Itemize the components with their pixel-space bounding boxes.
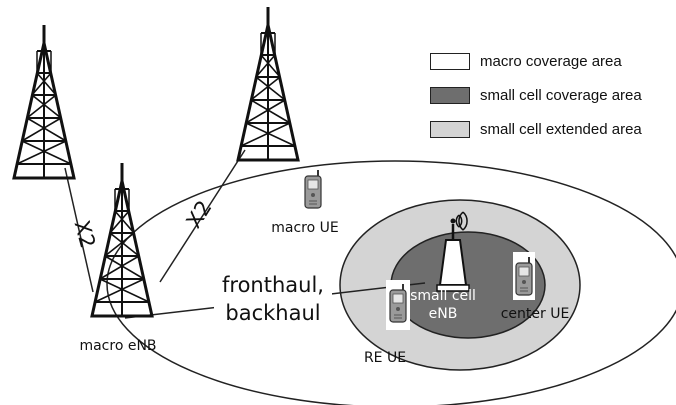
macro-enb-label: macro eNB xyxy=(79,338,156,354)
legend-label-macro: macro coverage area xyxy=(480,52,622,70)
legend-swatch-extended xyxy=(430,120,470,138)
macro-ue-label: macro UE xyxy=(271,220,338,236)
legend-label-extended: small cell extended area xyxy=(480,120,642,138)
backhaul-label: backhaul xyxy=(225,301,320,325)
macro-tower-icon xyxy=(12,23,76,180)
fronthaul-label: fronthaul, xyxy=(222,273,324,297)
x2-link-left xyxy=(64,167,94,293)
legend: macro coverage area small cell coverage … xyxy=(430,50,642,152)
small-cell-enb-label-line1: small cell xyxy=(410,288,476,304)
re-ue-label: RE UE xyxy=(364,350,406,366)
legend-item-macro: macro coverage area xyxy=(430,50,642,72)
legend-item-small-cell: small cell coverage area xyxy=(430,84,642,106)
legend-item-extended: small cell extended area xyxy=(430,118,642,140)
small-cell-antenna-icon xyxy=(436,224,470,292)
legend-swatch-small-cell xyxy=(430,86,470,104)
small-cell-enb-label-line2: eNB xyxy=(429,306,458,322)
legend-label-small-cell: small cell coverage area xyxy=(480,86,642,104)
signal-waves-icon xyxy=(450,211,468,231)
x2-label-left: X2 xyxy=(70,218,100,251)
center-ue-label: center UE xyxy=(501,306,570,322)
fronthaul-label-bg xyxy=(214,270,332,328)
x2-link-right xyxy=(159,149,246,283)
legend-swatch-macro xyxy=(430,52,470,70)
phone-icon xyxy=(304,169,322,209)
macro-tower-icon xyxy=(236,5,300,162)
phone-icon xyxy=(515,256,533,296)
phone-icon xyxy=(389,283,407,323)
